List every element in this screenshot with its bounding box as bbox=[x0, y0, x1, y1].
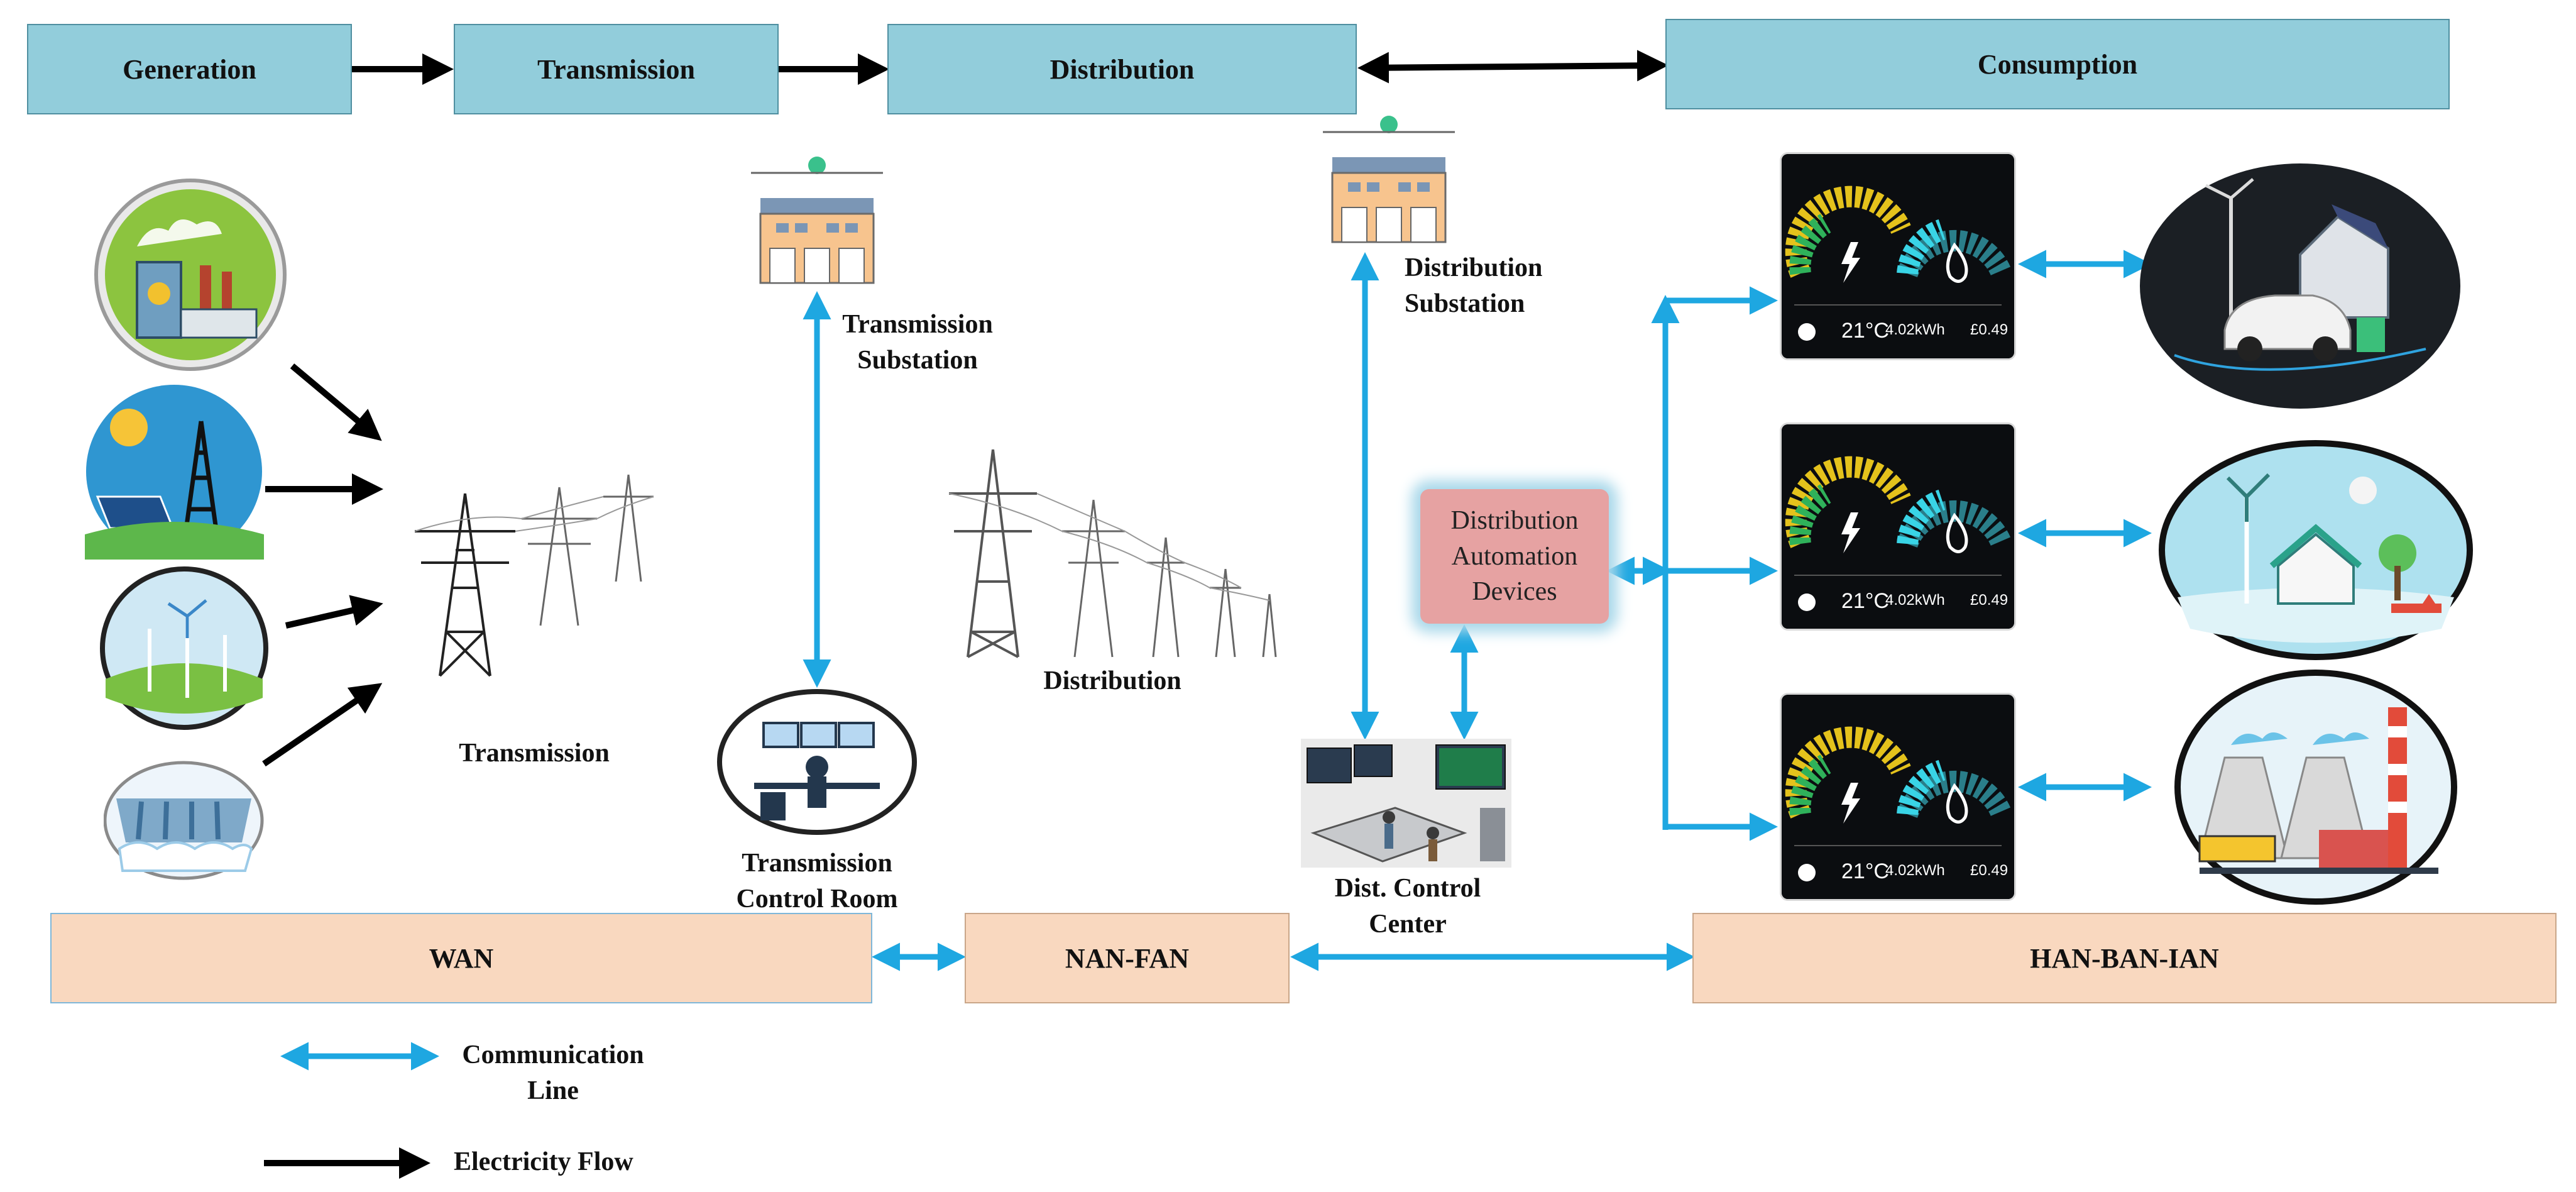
smart-meter-2: 21°C 4.02kWh £0.49 bbox=[1782, 424, 2014, 629]
network-wan: WAN bbox=[50, 913, 872, 1003]
network-han-ban-ian: HAN-BAN-IAN bbox=[1692, 913, 2557, 1003]
network-nan-fan: NAN-FAN bbox=[965, 913, 1290, 1003]
network-nan-fan-label: NAN-FAN bbox=[1065, 942, 1190, 974]
smart-meter-1: 21°C 4.02kWh £0.49 bbox=[1782, 154, 2014, 358]
nuclear-plant-icon bbox=[94, 179, 287, 371]
meter-temperature: 21°C bbox=[1841, 859, 1889, 883]
meter-energy: 4.02kWh bbox=[1885, 321, 1945, 338]
meter-cost: £0.49 bbox=[1970, 862, 2009, 879]
communication-lines bbox=[280, 250, 2152, 1071]
smart-home-ev-icon bbox=[2140, 163, 2460, 409]
transmission-control-room-label: Transmission Control Room bbox=[736, 849, 898, 913]
generation-flow-arrows bbox=[262, 363, 383, 767]
meter-gauge-icon bbox=[1782, 424, 2014, 629]
meter-energy: 4.02kWh bbox=[1885, 862, 1945, 879]
meter-temperature: 21°C bbox=[1841, 319, 1889, 343]
stage-distribution-label: Distribution bbox=[1050, 53, 1195, 85]
transmission-towers-icon bbox=[414, 474, 654, 677]
hydro-dam-icon bbox=[104, 761, 264, 880]
transmission-towers-label: Transmission bbox=[459, 739, 610, 768]
meter-energy: 4.02kWh bbox=[1885, 592, 1945, 609]
stage-flow-arrows bbox=[349, 50, 1669, 85]
legend-electricity-label: Electricity Flow bbox=[454, 1147, 633, 1176]
smart-meter-3: 21°C 4.02kWh £0.49 bbox=[1782, 695, 2014, 899]
meter-gauge-icon bbox=[1782, 695, 2014, 899]
legend-communication-label: Communication Line bbox=[462, 1040, 644, 1105]
dist-control-center-icon bbox=[1301, 739, 1511, 868]
network-wan-label: WAN bbox=[429, 942, 494, 974]
stage-transmission: Transmission bbox=[454, 24, 779, 114]
distribution-automation-label: Distribution Automation Devices bbox=[1450, 505, 1579, 607]
meter-cost: £0.49 bbox=[1970, 592, 2009, 609]
stage-generation-label: Generation bbox=[123, 53, 256, 85]
distribution-substation-label: Distribution Substation bbox=[1405, 253, 1543, 318]
wind-farm-icon bbox=[100, 566, 268, 730]
distribution-lines-icon bbox=[948, 449, 1277, 658]
network-han-ban-ian-label: HAN-BAN-IAN bbox=[2030, 942, 2219, 974]
meter-cost: £0.49 bbox=[1970, 321, 2009, 338]
transmission-substation-label: Transmission Substation bbox=[842, 310, 993, 375]
industrial-plant-icon bbox=[2174, 670, 2457, 905]
stage-consumption-label: Consumption bbox=[1977, 48, 2138, 80]
distribution-automation-devices: Distribution Automation Devices bbox=[1420, 489, 1609, 624]
stage-transmission-label: Transmission bbox=[537, 53, 696, 85]
stage-consumption: Consumption bbox=[1665, 19, 2450, 109]
stage-generation: Generation bbox=[27, 24, 352, 114]
dist-control-center-label: Dist. Control Center bbox=[1334, 874, 1481, 939]
stage-distribution: Distribution bbox=[887, 24, 1357, 114]
green-home-icon bbox=[2159, 440, 2473, 660]
flow-arrow-dist-cons bbox=[1357, 50, 1669, 84]
meter-gauge-icon bbox=[1782, 154, 2014, 358]
transmission-substation-icon bbox=[751, 157, 883, 284]
meter-temperature: 21°C bbox=[1841, 589, 1889, 613]
distribution-substation-icon bbox=[1323, 116, 1455, 243]
solar-power-icon bbox=[85, 385, 264, 560]
transmission-control-room-icon bbox=[717, 689, 917, 835]
distribution-lines-label: Distribution bbox=[1043, 666, 1181, 695]
